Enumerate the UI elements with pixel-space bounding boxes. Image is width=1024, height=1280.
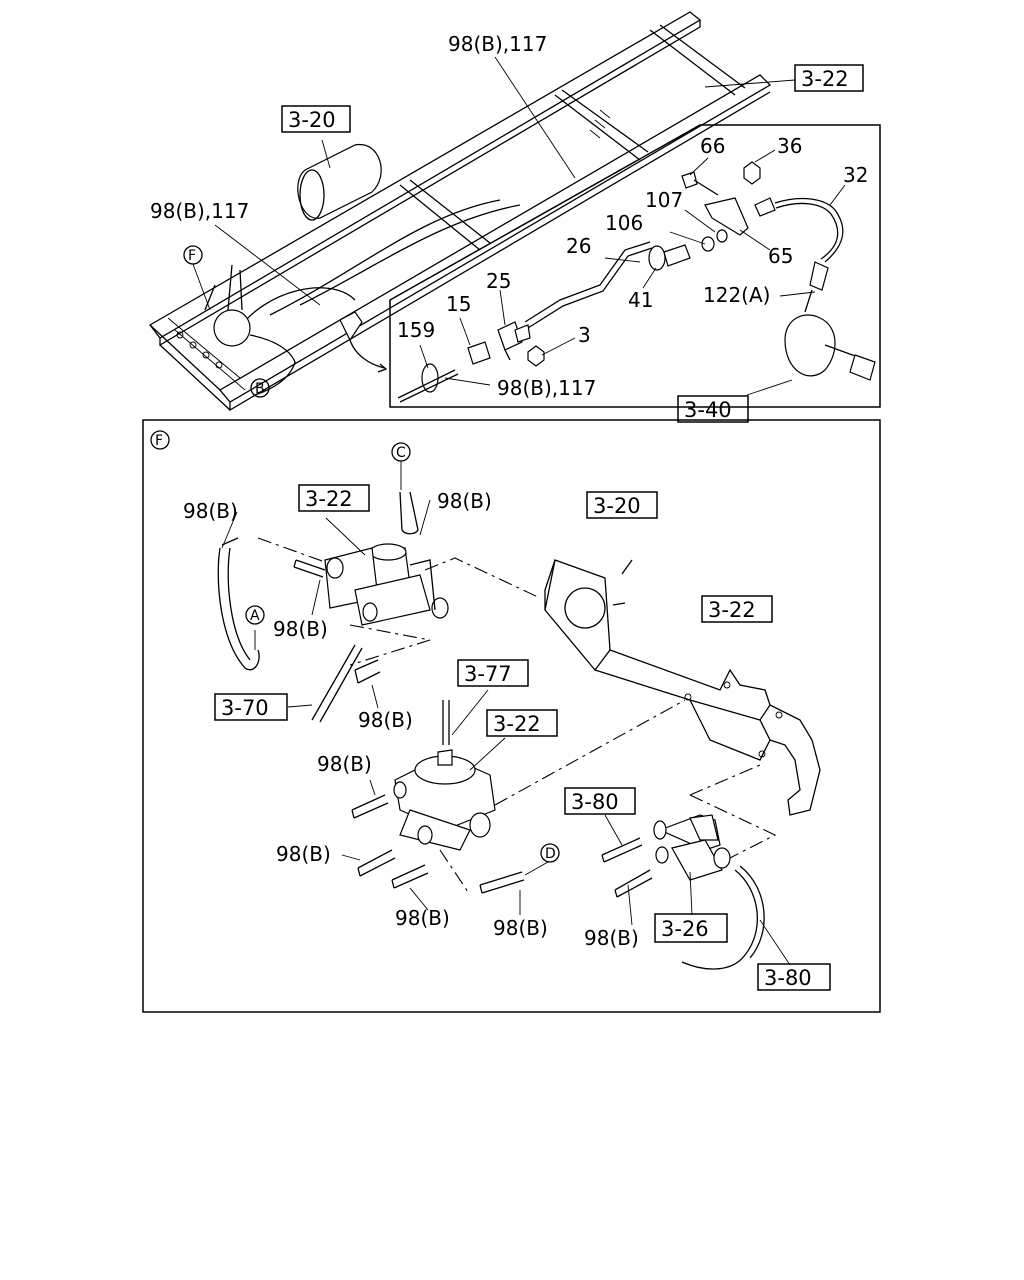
chassis-frame [149,11,772,412]
svg-text:A: A [250,608,260,624]
brake-switch-small [339,311,388,373]
washers-106-107 [701,229,728,252]
label-98b-4: 98(B) [358,708,413,732]
ref-box-3-26-label: 3-26 [661,917,709,941]
bolt-66 [681,171,719,196]
label-3: 3 [578,323,591,347]
callout-f-top: F [183,245,211,311]
label-41: 41 [628,288,653,312]
ref-box-3-22-top [794,64,864,92]
crossmember-bracket [544,559,821,816]
ref-box-3-22-panel-a [298,484,370,512]
label-98b-1: 98(B) [183,499,238,523]
ref-box-3-20-top [281,105,351,133]
valve-3-26 [653,814,731,881]
brake-line-26 [524,241,653,329]
ref-box-3-20-top-label: 3-20 [288,108,336,132]
connector-15 [467,341,491,365]
sensor-line-32 [754,197,844,263]
label-32: 32 [843,163,868,187]
ref-box-3-40-label: 3-40 [684,398,732,422]
callout-b-top: B [250,378,270,398]
label-65: 65 [768,244,793,268]
callout-c: C [391,442,411,490]
label-98b-7: 98(B) [395,906,450,930]
nut-36 [743,161,761,185]
ref-box-3-22-panel-b [701,595,773,623]
ref-box-3-22-top-label: 3-22 [801,67,849,91]
label-159: 159 [397,318,435,342]
label-98b-9: 98(B) [584,926,639,950]
label-15: 15 [446,292,471,316]
ref-box-3-26 [654,913,728,943]
grommet-159 [397,363,459,403]
svg-text:B: B [255,381,265,397]
callout-f-panel: F [150,430,170,450]
callout-a: A [245,605,265,625]
fitting-122a [809,261,829,291]
relay-valve-lower [393,700,496,851]
label-25: 25 [486,269,511,293]
ref-box-3-70 [214,693,288,721]
label-98b-117-inset: 98(B),117 [497,376,596,400]
svg-text:F: F [155,433,163,449]
label-98b-5: 98(B) [317,752,372,776]
air-tank [297,144,382,221]
label-66: 66 [700,134,725,158]
label-98b-3: 98(B) [273,617,328,641]
tee-fitting-25 [497,321,531,361]
label-26: 26 [566,234,591,258]
ref-box-3-22-panel-c [486,709,558,737]
label-107: 107 [645,188,683,212]
label-98b-117-top: 98(B),117 [448,32,547,56]
svg-text:F: F [188,248,196,264]
svg-text:C: C [396,445,406,461]
label-98b-8: 98(B) [493,916,548,940]
bracket-65 [704,197,749,236]
ref-box-3-80-a [564,787,636,815]
label-106: 106 [605,211,643,235]
ref-box-3-20-panel [586,491,658,519]
ref-box-3-80-b [757,963,831,991]
ref-box-3-77 [457,659,529,687]
label-98b-6: 98(B) [276,842,331,866]
callout-d: D [540,843,560,863]
ref-box-3-22-panel-b-label: 3-22 [708,598,756,622]
fitting-41 [648,244,691,271]
label-98b-117-left: 98(B),117 [150,199,249,223]
ref-box-3-20-panel-label: 3-20 [593,494,641,518]
inset-frame [389,124,881,408]
pressure-switch [784,289,876,381]
label-98b-2: 98(B) [437,489,492,513]
nut-3 [527,345,545,367]
label-122a: 122(A) [703,283,770,307]
ref-box-3-22-panel-a-label: 3-22 [305,487,353,511]
label-36: 36 [777,134,802,158]
svg-text:D: D [545,846,556,862]
ref-box-3-80-a-label: 3-80 [571,790,619,814]
ref-box-3-40 [677,395,749,423]
ref-box-3-77-label: 3-77 [464,662,512,686]
ref-box-3-70-label: 3-70 [221,696,269,720]
detail-f-frame [142,419,881,1013]
ref-box-3-80-b-label: 3-80 [764,966,812,990]
ref-box-3-22-panel-c-label: 3-22 [493,712,541,736]
relay-valve-upper [324,543,449,626]
